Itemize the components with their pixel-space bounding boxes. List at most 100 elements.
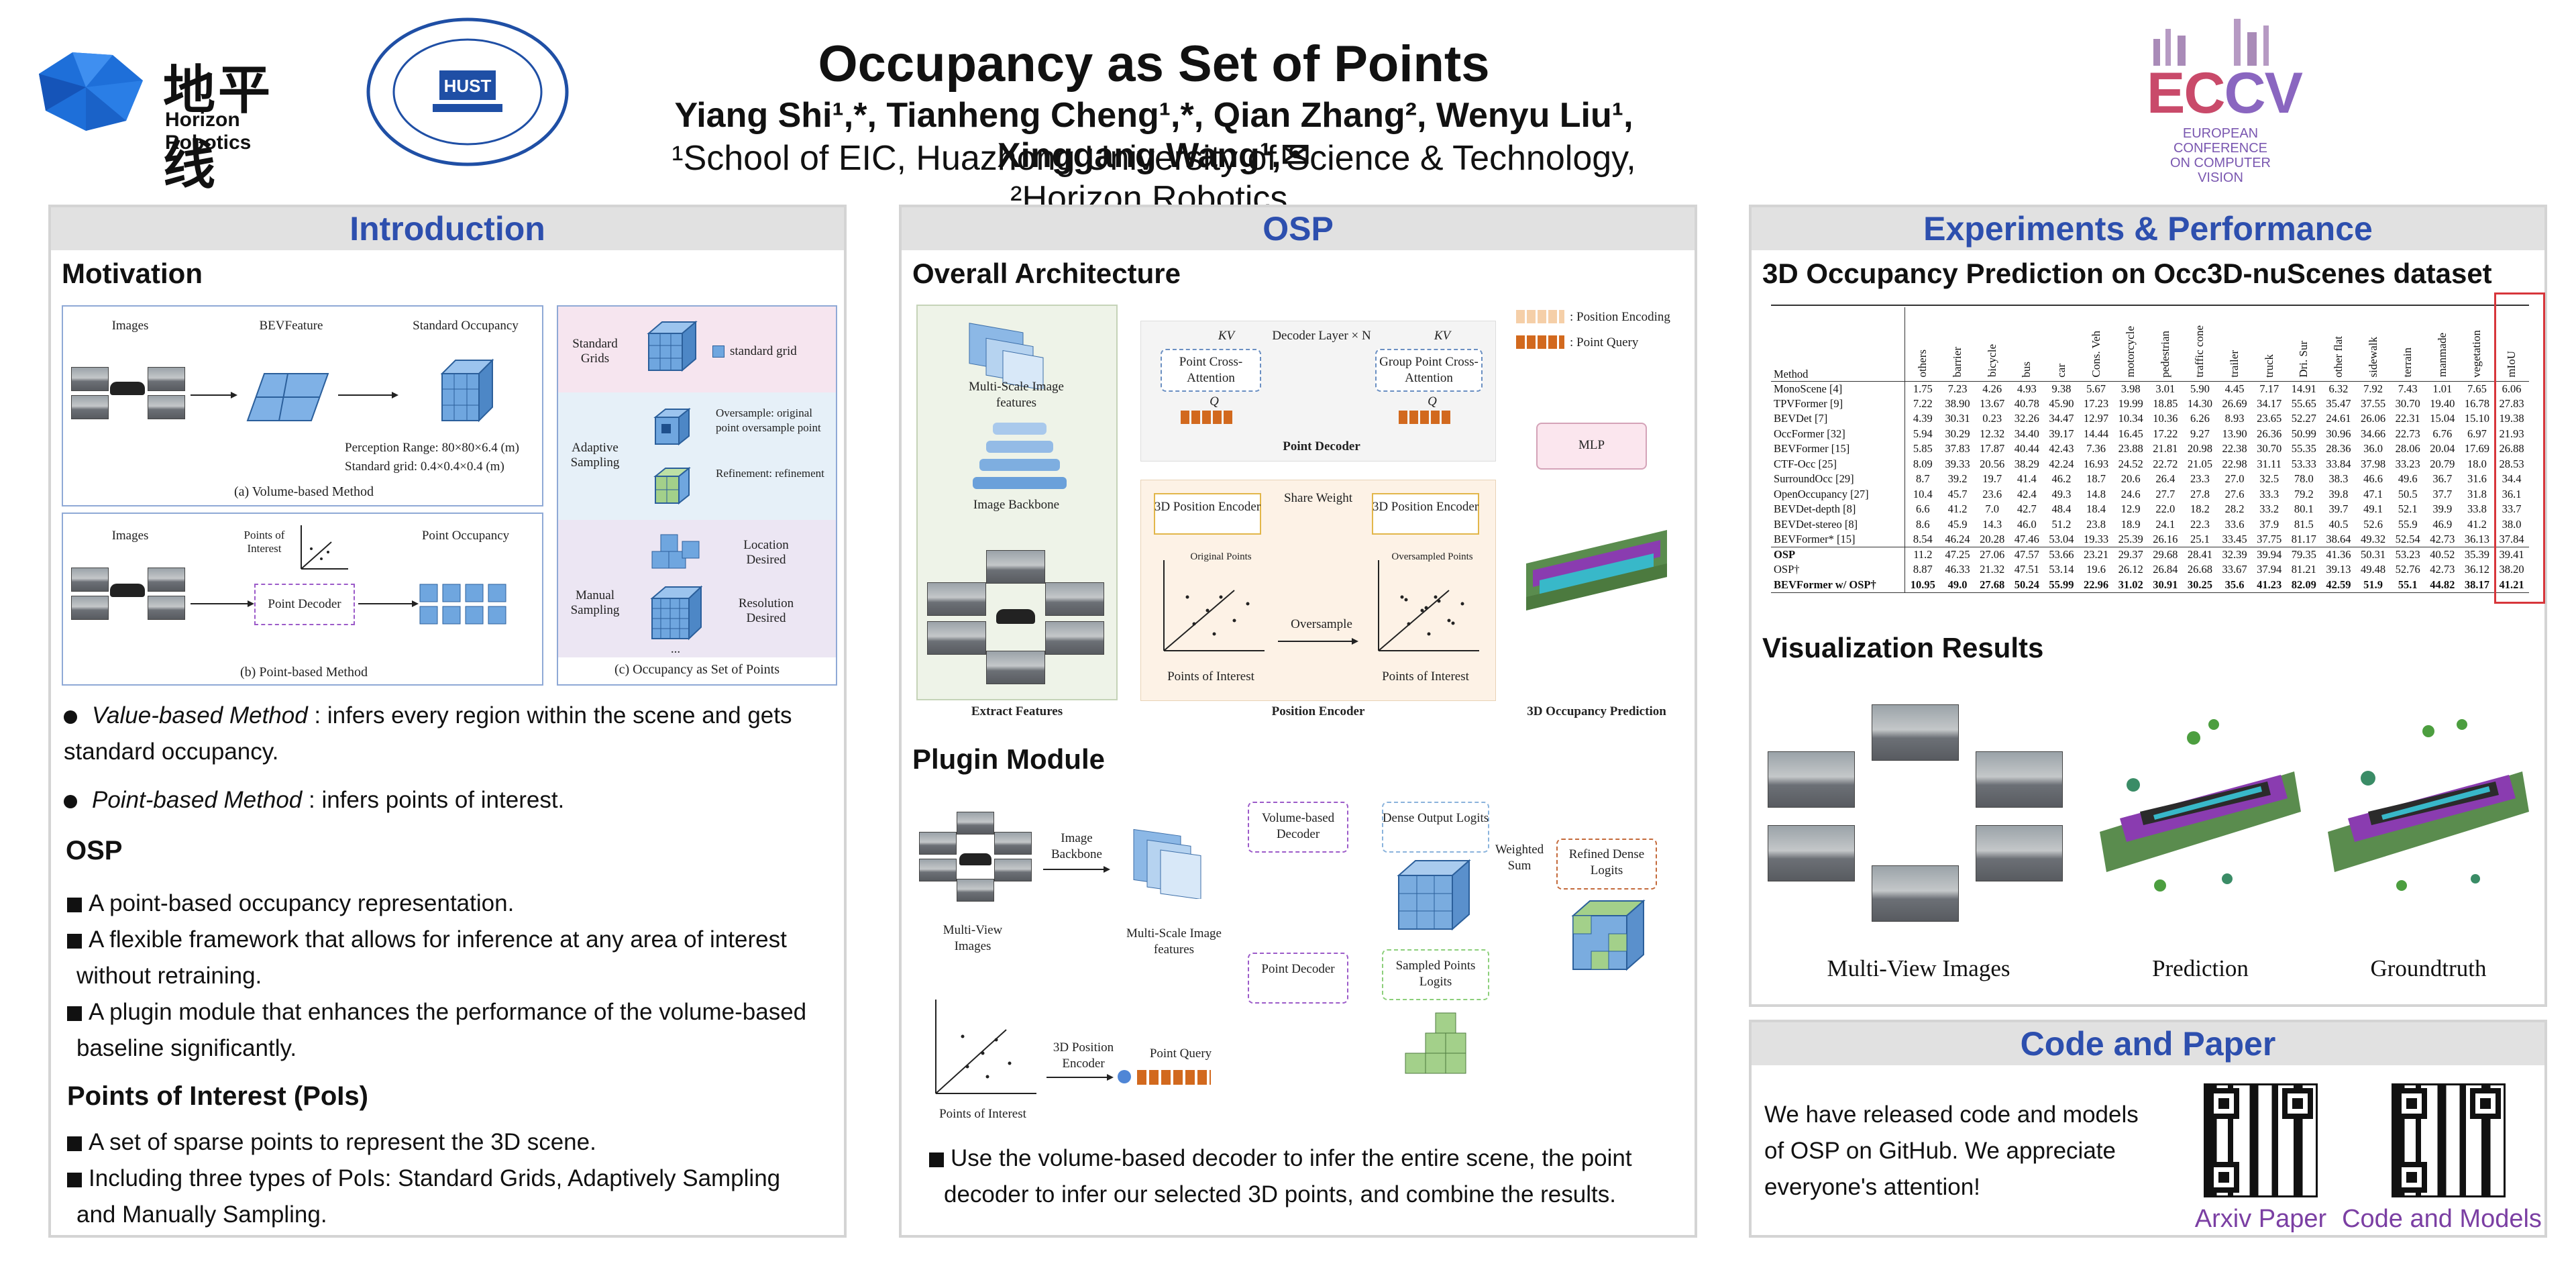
arrow-icon	[1043, 866, 1110, 873]
value-cell: 41.2	[2467, 517, 2487, 531]
table-header-cell: Dri. Sur	[2286, 307, 2321, 381]
mlp-label: MLP	[1578, 438, 1605, 452]
occ-pred-label: 3D Occupancy Prediction	[1527, 704, 1666, 718]
value-cell: 38.29	[2014, 457, 2039, 470]
location-label: Location Desired	[743, 538, 789, 567]
refine-cube-icon	[653, 466, 691, 505]
method-cell: MonoScene [4]	[1771, 381, 1906, 396]
poster-title: Occupancy as Set of Points	[818, 36, 1490, 93]
column-label: Dri. Sur	[2297, 340, 2310, 378]
github-qr-code[interactable]	[2392, 1083, 2506, 1197]
value-cell: 17.69	[2464, 442, 2489, 455]
vis-label-images: Multi-View Images	[1827, 955, 2010, 981]
group-ca-box	[1375, 349, 1483, 392]
scatter-plot-icon	[1163, 560, 1265, 651]
value-cell: 13.90	[2222, 427, 2247, 440]
value-cell: 45.7	[1947, 487, 1968, 500]
camera-image	[1976, 751, 2063, 808]
value-cell: 37.9	[2259, 517, 2279, 531]
value-cell: 26.06	[2360, 412, 2386, 425]
value-cell: 15.10	[2464, 412, 2489, 425]
column-label: manmade	[2435, 333, 2449, 378]
value-cell: 16.93	[2083, 457, 2109, 470]
value-cell: 17.87	[1980, 442, 2005, 455]
value-cell: 28.2	[2224, 502, 2245, 516]
code-models-link[interactable]: Code and Models	[2342, 1205, 2542, 1233]
value-cell: 78.0	[2294, 472, 2314, 486]
column-label: sidewalk	[2366, 337, 2379, 378]
value-cell: 37.7	[2432, 487, 2453, 500]
value-cell: 47.25	[1945, 548, 1970, 561]
qr-finder	[2470, 1088, 2501, 1119]
manual-label: Manual Sampling	[570, 588, 620, 617]
qr-finder	[2396, 1088, 2427, 1119]
poster-authors: Yiang Shi¹,*, Tianheng Cheng¹,*, Qian Zh…	[674, 96, 1633, 175]
caption-c: (c) Occupancy as Set of Points	[614, 662, 780, 677]
value-cell: 49.3	[2051, 487, 2072, 500]
point-ca-label: Point Cross-Attention	[1179, 355, 1243, 385]
oversample-label: Oversample: original point oversample po…	[716, 407, 821, 434]
value-cell: 39.7	[2328, 502, 2349, 516]
value-cell: 8.54	[1913, 533, 1933, 545]
value-cell: 18.85	[2153, 396, 2178, 410]
introduction-heading: Introduction	[51, 207, 844, 250]
value-cell: 46.9	[2432, 517, 2453, 531]
value-cell: 29.68	[2153, 548, 2178, 561]
arrow-icon	[191, 392, 237, 398]
value-cell: 42.43	[2049, 442, 2074, 455]
method-cell: CTF-Occ [25]	[1771, 456, 1906, 472]
value-cell: 39.2	[1947, 472, 1968, 486]
point-query-legend-swatch	[1516, 335, 1564, 349]
method-cell: OpenOccupancy [27]	[1771, 486, 1906, 502]
value-cell: 50.24	[2014, 578, 2039, 591]
arrow-icon	[338, 392, 398, 398]
value-cell: 23.65	[2257, 412, 2282, 425]
value-cell: 46.24	[1945, 533, 1970, 545]
occupancy-render-icon	[1526, 530, 1667, 610]
value-cell: 42.7	[2017, 502, 2037, 516]
value-cell: 19.6	[2086, 563, 2106, 576]
value-cell: 32.5	[2259, 472, 2279, 486]
volume-method-figure: Images BEVFeature Standard Occupancy Per…	[62, 305, 543, 506]
code-text: We have released code and models of OSP …	[1764, 1102, 2139, 1200]
value-cell: 47.57	[2014, 548, 2039, 561]
arxiv-link[interactable]: Arxiv Paper	[2194, 1205, 2327, 1233]
value-cell: 50.31	[2360, 548, 2386, 561]
value-cell: 55.1	[2398, 578, 2418, 591]
value-cell: 22.3	[2190, 517, 2210, 531]
camera-image	[957, 879, 994, 902]
osp-item-3: A plugin module that enhances the perfor…	[67, 994, 825, 1067]
column-label: truck	[2262, 354, 2275, 378]
camera-image	[148, 367, 185, 391]
value-cell: 27.0	[2224, 472, 2245, 486]
value-cell: 6.6	[1916, 502, 1930, 516]
value-cell: 37.98	[2360, 457, 2386, 470]
value-cell: 38.0	[2502, 517, 2522, 531]
code-heading: Code and Paper	[1752, 1022, 2544, 1065]
value-cell: 31.8	[2467, 487, 2487, 500]
dots-label: ...	[670, 642, 681, 656]
feature-maps-icon	[1133, 828, 1201, 899]
value-cell: 24.6	[2121, 487, 2141, 500]
voxel-cube-icon	[440, 358, 494, 423]
value-cell: 18.4	[2086, 502, 2106, 516]
value-cell: 50.99	[2291, 427, 2316, 440]
camera-image	[1045, 621, 1104, 655]
value-cell: 16.45	[2118, 427, 2143, 440]
arxiv-qr-code[interactable]	[2204, 1083, 2318, 1197]
refined-label: Refined Dense Logits	[1568, 847, 1645, 877]
value-cell: 19.99	[2118, 396, 2143, 410]
camera-image	[71, 395, 109, 419]
horizon-logo: 地平线 Horizon Robotics	[32, 47, 327, 195]
value-cell: 81.21	[2291, 563, 2316, 576]
point-query-tokens	[1181, 411, 1234, 424]
table-top-rule	[1771, 305, 2529, 306]
value-cell: 81.5	[2294, 517, 2314, 531]
value-cell: 30.31	[1945, 412, 1970, 425]
grid-cube-icon	[647, 320, 698, 372]
location-cubes-icon	[651, 534, 700, 569]
value-cell: 53.14	[2049, 563, 2074, 576]
extract-features-label: Extract Features	[971, 704, 1063, 718]
